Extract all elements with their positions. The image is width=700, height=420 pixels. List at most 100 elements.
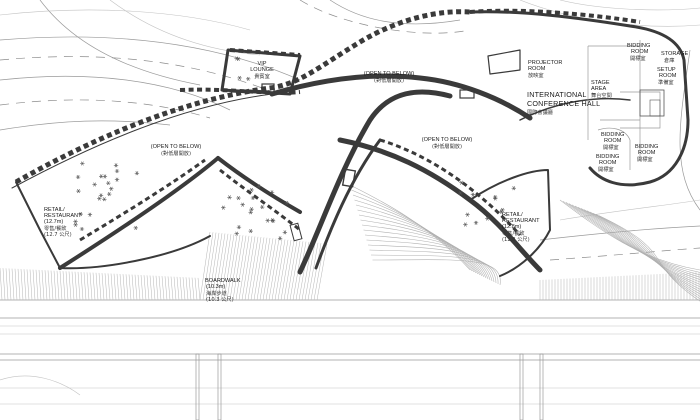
tree-symbol xyxy=(250,195,256,201)
tree-symbol xyxy=(236,195,241,201)
hatch-line xyxy=(98,272,102,301)
hatch-left xyxy=(0,231,328,301)
tree-symbol xyxy=(473,220,479,225)
hatch-line xyxy=(307,242,319,301)
hatch-line xyxy=(59,270,63,301)
hatch-line xyxy=(173,276,177,301)
storage-label-cn: 倉庫 xyxy=(664,56,674,64)
contour-line xyxy=(586,210,700,292)
contour-line xyxy=(363,229,489,280)
tree-symbol xyxy=(500,207,505,212)
tree-symbol xyxy=(113,163,119,168)
hatch-line xyxy=(110,273,114,301)
hatch-line xyxy=(68,271,72,301)
hatch-right xyxy=(539,272,700,300)
hatch-line xyxy=(244,236,256,301)
contour-line xyxy=(559,199,700,271)
boardwalk-cn-2: (10.3 公尺) xyxy=(206,296,234,303)
hatch-line xyxy=(86,272,90,301)
retail-left-cn-1: 零售/餐飲 xyxy=(44,224,67,232)
tree-symbol xyxy=(114,169,120,174)
tree-symbol xyxy=(470,192,476,197)
hatch-line xyxy=(182,277,186,301)
tree-symbol xyxy=(114,177,120,182)
hatch-line xyxy=(38,269,42,301)
hatch-line xyxy=(152,275,156,301)
tree-symbol xyxy=(248,229,253,234)
retail-right-cn-1: 零售/餐飲 xyxy=(502,229,525,237)
hatch-line xyxy=(277,239,289,301)
tree-symbol xyxy=(256,184,262,189)
retail-left-1: RETAIL/ xyxy=(44,207,65,213)
hatch-line xyxy=(191,277,195,301)
contour-line xyxy=(589,211,700,295)
hatch-line xyxy=(140,275,144,301)
hatch-line xyxy=(176,276,180,301)
hatch-line xyxy=(119,273,123,301)
hatch-line xyxy=(158,275,162,301)
hatch-line xyxy=(71,271,75,301)
hatch-line xyxy=(247,236,259,301)
tree-symbol xyxy=(227,195,232,200)
contour-line xyxy=(577,206,700,285)
projector-label-2: ROOM xyxy=(528,66,546,72)
tree-symbol xyxy=(79,226,85,232)
contour-line xyxy=(592,212,700,297)
hatch-line xyxy=(74,271,78,301)
tree-symbol xyxy=(234,231,239,236)
hatch-line xyxy=(170,276,174,301)
hatch-line xyxy=(107,273,111,301)
tree-symbol xyxy=(80,161,85,166)
boardwalk-2: (10.3m) xyxy=(206,284,225,290)
tree-symbol xyxy=(249,207,254,212)
tree-symbol xyxy=(75,175,81,180)
tree-symbol xyxy=(485,216,490,221)
bidding-top-1: BIDDING xyxy=(627,43,650,49)
hatch-line xyxy=(146,275,150,301)
bidding-low-2: ROOM xyxy=(599,160,617,166)
storage-label: STORAGE xyxy=(661,51,689,57)
hatch-line xyxy=(253,237,265,301)
terrace-contours xyxy=(349,184,700,302)
bidding-low-cn: 開標室 xyxy=(598,165,614,173)
bidding-top-cn: 開標室 xyxy=(630,54,646,62)
hatch-line xyxy=(0,267,3,301)
hatch-line xyxy=(23,269,27,301)
hatch-line xyxy=(26,269,30,301)
hatch-line xyxy=(116,273,120,301)
hatch-line xyxy=(280,240,292,301)
contour-line xyxy=(574,205,700,283)
hatch-line xyxy=(208,232,220,301)
hatch-line xyxy=(89,272,93,301)
hatch-line xyxy=(214,233,226,301)
hatch-line xyxy=(2,268,6,301)
tree-symbol xyxy=(246,76,251,81)
hatch-line xyxy=(185,277,189,301)
hatch-line xyxy=(262,238,274,301)
setup-label-2: ROOM xyxy=(659,73,677,79)
tree-symbol xyxy=(493,196,498,201)
hatch-line xyxy=(250,237,262,301)
open-below-mid-cn: (對低層開放) xyxy=(432,142,462,150)
building-outline xyxy=(11,8,690,277)
hatch-line xyxy=(131,274,135,301)
hatch-line xyxy=(220,234,232,301)
hatch-line xyxy=(44,270,48,301)
hatch-line xyxy=(155,275,159,301)
hatch-line xyxy=(232,235,244,301)
hatch-line xyxy=(188,277,192,301)
tree-symbol xyxy=(463,222,468,227)
tree-symbol xyxy=(221,205,226,210)
contour-line xyxy=(366,239,493,282)
tree-symbol xyxy=(459,180,464,185)
hatch-line xyxy=(286,240,298,301)
tree-symbol xyxy=(458,190,463,196)
hatch-line xyxy=(256,237,268,301)
bidding-right-cn: 開標室 xyxy=(637,155,653,163)
room-labels: VIP LOUNGE 貴賓室 (OPEN TO BELOW) (對低層開放) (… xyxy=(44,43,689,303)
hatch-line xyxy=(164,276,168,301)
setup-label-1: SETUP xyxy=(657,67,676,73)
hatch-line xyxy=(271,239,283,301)
contour-line xyxy=(565,202,700,276)
